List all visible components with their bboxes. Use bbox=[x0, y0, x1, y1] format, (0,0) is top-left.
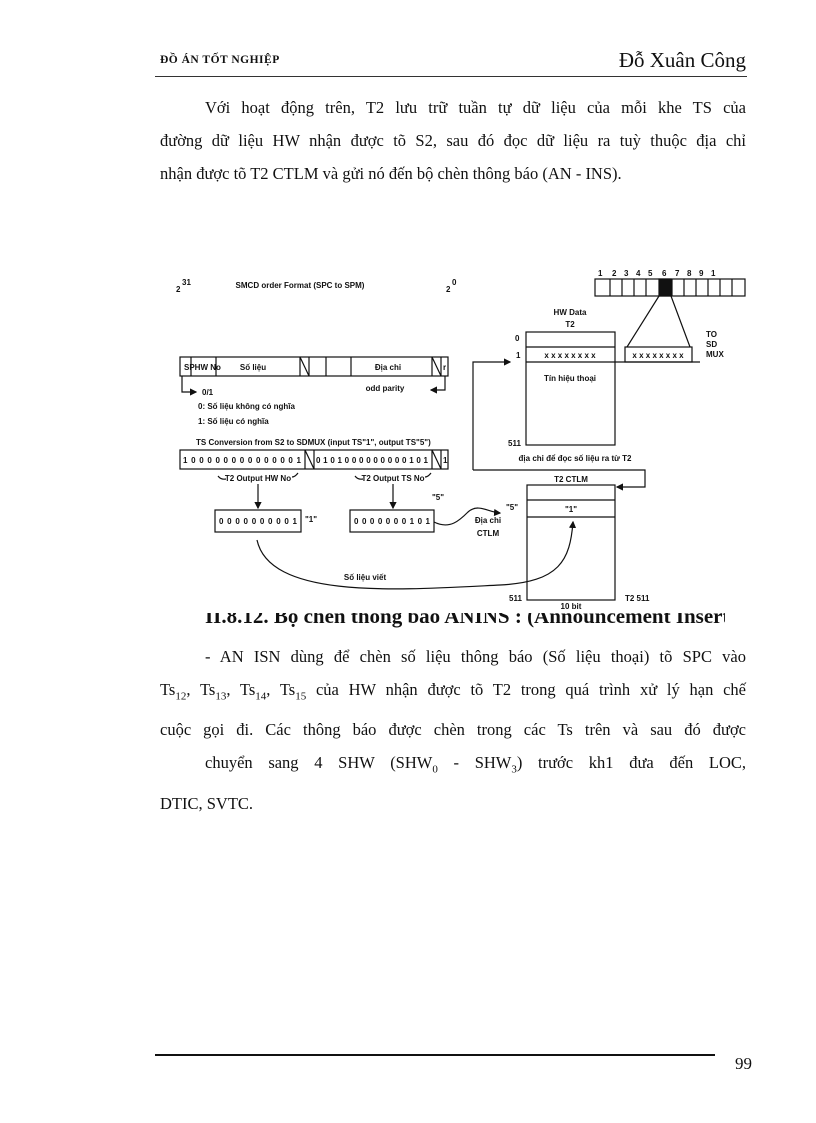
row-0-label: 0 bbox=[515, 334, 520, 343]
ctlm-address-label-2: CTLM bbox=[477, 529, 500, 538]
field-sphw: SPHW No bbox=[184, 363, 221, 372]
text-line: - AN ISN dùng để chèn số liệu thông báo … bbox=[205, 647, 746, 666]
output-hw-label: T2 Output HW No bbox=[225, 474, 291, 483]
read-address-label: địa chỉ để đọc số liệu ra từ T2 bbox=[519, 454, 632, 463]
bit-low-exp: 0 bbox=[452, 278, 457, 287]
slot-numbers: 1 2 3 4 5 6 7 8 9 1 bbox=[598, 269, 716, 278]
smcd-title: SMCD order Format (SPC to SPM) bbox=[236, 281, 365, 290]
flag-label: 0/1 bbox=[202, 388, 214, 397]
flag0-label: 0: Số liệu không có nghĩa bbox=[198, 402, 295, 411]
text-line: đường dữ liệu HW nhận được tõ S2, sau đó… bbox=[160, 131, 746, 150]
ts-register-value: "5" bbox=[432, 493, 444, 502]
ctlm-address-label: Địa chỉ bbox=[475, 516, 502, 525]
bit-low-label: 2 bbox=[446, 285, 451, 294]
row-511-label: 511 bbox=[508, 439, 521, 448]
slot-number: 3 bbox=[624, 269, 629, 278]
slot-number: 6 bbox=[662, 269, 667, 278]
parity-label: odd parity bbox=[366, 384, 405, 393]
slot-number: 4 bbox=[636, 269, 641, 278]
slot-number: 1 bbox=[598, 269, 603, 278]
ts-conversion-title: TS Conversion from S2 to SDMUX (input TS… bbox=[196, 438, 431, 447]
to-sdmux-label: SD bbox=[706, 340, 717, 349]
t2-label: T2 bbox=[565, 320, 575, 329]
write-data-label: Số liệu viết bbox=[344, 573, 387, 582]
slot-number: 8 bbox=[687, 269, 692, 278]
ts-register-bits: 0 0 0 0 0 0 0 1 0 1 bbox=[354, 517, 431, 526]
footer-divider bbox=[155, 1054, 715, 1056]
slot-number: 2 bbox=[612, 269, 617, 278]
ctlm-width-label: 10 bit bbox=[561, 602, 582, 611]
paragraph-2: - AN ISN dùng để chèn số liệu thông báo … bbox=[160, 640, 746, 820]
slot-number: 1 bbox=[711, 269, 716, 278]
text-line: cuộc gọi đi. Các thông báo được chèn tro… bbox=[160, 720, 746, 740]
slot-number: 9 bbox=[699, 269, 704, 278]
header-title: ĐỒ ÁN TỐT NGHIỆP bbox=[160, 54, 280, 66]
text-line: DTIC, SVTC. bbox=[160, 793, 254, 813]
section-heading: II.8.12. Bộ chèn thông báo ANINS : (Anno… bbox=[205, 613, 725, 632]
row-1-label: 1 bbox=[516, 351, 521, 360]
ctlm-value: "1" bbox=[565, 505, 577, 514]
to-sdmux-label: MUX bbox=[706, 350, 724, 359]
header-author: Đỗ Xuân Công bbox=[618, 48, 746, 72]
slot-number: 7 bbox=[675, 269, 680, 278]
voice-signal-label: Tín hiệu thoại bbox=[544, 374, 596, 383]
section-heading-text: II.8.12. Bộ chèn thông báo ANINS : (Anno… bbox=[205, 613, 725, 628]
slot-data-xs: x x x x x x x x bbox=[544, 351, 596, 360]
field-r: r bbox=[443, 363, 446, 372]
bits-ts: 0 1 0 1 0 0 0 0 0 0 0 0 0 1 0 1 bbox=[316, 456, 429, 465]
ts-register bbox=[349, 509, 435, 533]
field-data: Số liệu bbox=[240, 363, 266, 372]
paragraph-1: Với hoạt động trên, T2 lưu trữ tuần tự d… bbox=[160, 91, 746, 190]
hw-register-bits: 0 0 0 0 0 0 0 0 0 1 bbox=[219, 517, 298, 526]
text-line: chuyển sang 4 SHW (SHW0 - SHW3) trước kh… bbox=[205, 753, 747, 776]
bits-end: 1 bbox=[443, 456, 448, 465]
header-divider bbox=[155, 76, 747, 77]
sdmux-data-xs: x x x x x x x x bbox=[632, 351, 684, 360]
hw-register bbox=[214, 509, 302, 533]
ctlm-511-label: 511 bbox=[509, 594, 522, 603]
hw-register-value: "1" bbox=[305, 515, 317, 524]
output-ts-label: T2 Output TS No bbox=[361, 474, 424, 483]
text-line: nhận được tõ T2 CTLM và gửi nó đến bộ ch… bbox=[160, 164, 622, 183]
ctlm-row-5: "5" bbox=[506, 503, 518, 512]
ctlm-memory-block bbox=[526, 484, 616, 601]
smcd-format-bar bbox=[179, 356, 449, 377]
ctlm-title: T2 CTLM bbox=[554, 475, 588, 484]
slot-number: 5 bbox=[648, 269, 653, 278]
field-address: Địa chỉ bbox=[375, 363, 402, 372]
to-sdmux-label: TO bbox=[706, 330, 717, 339]
text-line: Với hoạt động trên, T2 lưu trữ tuần tự d… bbox=[205, 98, 746, 117]
text-line: Ts12, Ts13, Ts14, Ts15 của HW nhận được … bbox=[160, 680, 746, 703]
t2-memory-block bbox=[525, 331, 616, 446]
flag1-label: 1: Số liệu có nghĩa bbox=[198, 417, 269, 426]
bits-hw: 1 0 0 0 0 0 0 0 0 0 0 0 0 0 1 bbox=[183, 456, 302, 465]
ctlm-t2-511-label: T2 511 bbox=[625, 594, 650, 603]
bit-high-label: 2 bbox=[176, 285, 181, 294]
bit-high-exp: 31 bbox=[182, 278, 191, 287]
page-number: 99 bbox=[735, 1054, 752, 1073]
hw-data-label: HW Data bbox=[554, 308, 587, 317]
